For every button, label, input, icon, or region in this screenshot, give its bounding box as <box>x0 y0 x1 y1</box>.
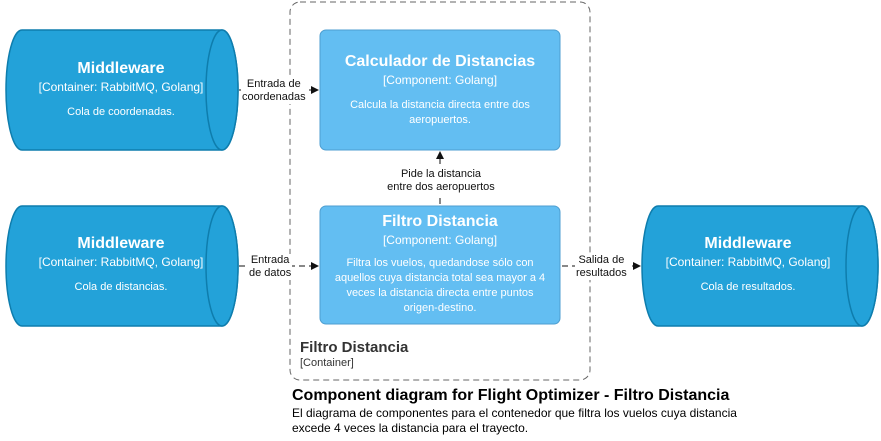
calculator-title: Calculador de Distancias <box>344 53 536 70</box>
middleware-distances-tech: [Container: RabbitMQ, Golang] <box>38 255 204 270</box>
filter-tech: [Component: Golang] <box>382 233 498 248</box>
relation-ask-distance-label: Pide la distancia entre dos aeropuertos <box>383 168 499 194</box>
relation-data-input-label: Entrada de datos <box>248 254 293 280</box>
boundary-type: [Container] <box>300 357 354 369</box>
middleware-results-node: Middleware [Container: RabbitMQ, Golang]… <box>648 234 848 295</box>
middleware-coords-node: Middleware [Container: RabbitMQ, Golang]… <box>12 59 230 120</box>
boundary-title: Filtro Distancia <box>300 339 409 356</box>
middleware-results-tech: [Container: RabbitMQ, Golang] <box>665 255 831 270</box>
relation-coords-line2: coordenadas <box>242 91 306 103</box>
middleware-distances-cylinder <box>5 205 239 327</box>
filter-title: Filtro Distancia <box>382 213 498 230</box>
relation-results-output-label: Salida de resultados <box>575 254 628 280</box>
relation-coords-label: Entrada de coordenadas <box>241 78 307 104</box>
relation-results-output-line2: resultados <box>576 267 627 279</box>
middleware-distances-node: Middleware [Container: RabbitMQ, Golang]… <box>12 234 230 295</box>
calculator-component-box <box>319 29 561 151</box>
middleware-results-cylinder <box>641 205 879 327</box>
middleware-results-desc: Cola de resultados. <box>700 280 796 293</box>
calculator-desc: Calcula la distancia directa entre dos a… <box>350 98 530 126</box>
filter-component-box <box>319 205 561 325</box>
filter-desc: Filtra los vuelos, quedandose sólo con a… <box>334 256 546 314</box>
diagram-description: El diagrama de componentes para el conte… <box>292 406 737 435</box>
relation-data-input-line2: de datos <box>249 267 292 279</box>
middleware-coords-title: Middleware <box>77 60 165 77</box>
container-boundary <box>289 1 591 381</box>
relation-results-output-line1: Salida de <box>578 254 625 266</box>
relation-ask-distance-line2: entre dos aeropuertos <box>387 181 495 193</box>
diagram-title: Component diagram for Flight Optimizer -… <box>292 387 730 404</box>
middleware-results-title: Middleware <box>704 235 792 252</box>
relation-coords-line1: Entrada de <box>246 78 301 90</box>
middleware-coords-cylinder <box>5 29 239 151</box>
filter-node: Filtro Distancia [Component: Golang] Fil… <box>324 212 556 316</box>
calculator-node: Calculador de Distancias [Component: Gol… <box>324 52 556 128</box>
middleware-distances-desc: Cola de distancias. <box>74 280 168 293</box>
relation-data-input-line1: Entrada <box>250 254 290 266</box>
middleware-distances-title: Middleware <box>77 235 165 252</box>
relation-ask-distance-line1: Pide la distancia <box>400 168 482 180</box>
middleware-coords-tech: [Container: RabbitMQ, Golang] <box>38 80 204 95</box>
middleware-coords-desc: Cola de coordenadas. <box>67 105 175 118</box>
calculator-tech: [Component: Golang] <box>382 73 498 88</box>
